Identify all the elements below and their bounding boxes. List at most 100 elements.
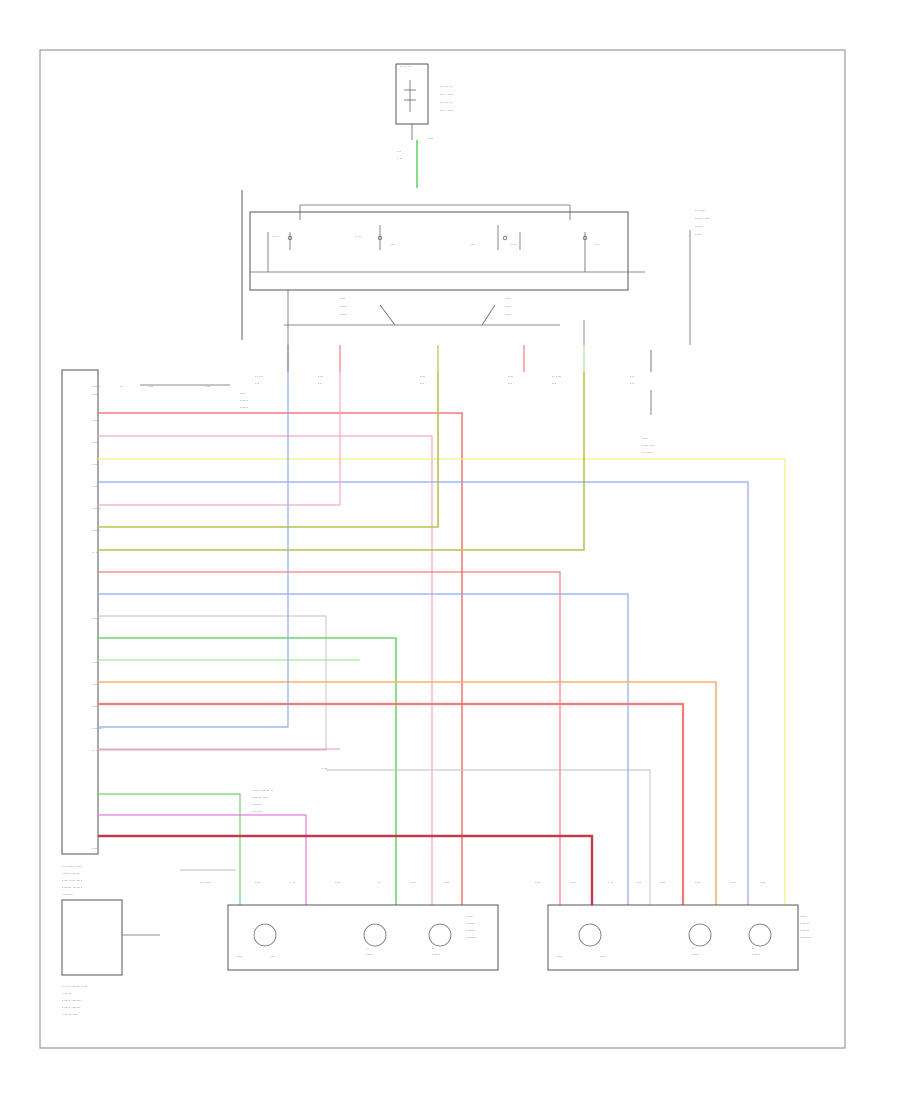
- svg-text:·· ··: ·· ··: [92, 550, 99, 555]
- svg-text:·· ··: ·· ··: [92, 748, 99, 753]
- svg-text:····: ····: [92, 440, 97, 445]
- svg-text:····: ····: [660, 880, 665, 885]
- svg-text:······: ······: [240, 398, 248, 403]
- svg-text:·····: ·····: [92, 392, 99, 397]
- wire-7: [98, 372, 585, 551]
- svg-text:·····: ·····: [692, 952, 699, 957]
- svg-text:····: ····: [240, 391, 245, 396]
- svg-text:·· ·· ····: ·· ·· ····: [440, 92, 453, 97]
- svg-text:····: ····: [390, 242, 395, 247]
- wire-4: [98, 481, 749, 905]
- svg-text:····: ····: [92, 462, 97, 467]
- svg-text:····: ····: [600, 954, 605, 959]
- svg-text:······: ······: [92, 384, 100, 389]
- svg-text:······: ······: [240, 405, 248, 410]
- svg-text:··: ··: [120, 384, 123, 389]
- svg-text:· ··: · ··: [608, 880, 613, 885]
- memory-module: ·· ······ ····· ····· ······· ····· ····…: [61, 864, 160, 1017]
- svg-text:···: ···: [595, 242, 599, 247]
- svg-text:·····: ·····: [340, 312, 347, 317]
- svg-text:·· ·····: ·· ·····: [200, 880, 211, 885]
- wire-18: [98, 814, 307, 905]
- relay-label: ······ ······ ·· ······· ···· ······· ··…: [252, 766, 327, 814]
- svg-text:····: ····: [92, 484, 97, 489]
- svg-text:····· ···· ····: ····· ···· ····: [62, 878, 82, 883]
- svg-text:······ ·······: ······ ·······: [62, 1005, 81, 1010]
- svg-text:···: ···: [255, 381, 259, 386]
- svg-text:······: ······: [752, 952, 760, 957]
- svg-text:· ··: · ··: [397, 156, 402, 161]
- svg-text:·· ·····: ·· ·····: [642, 450, 653, 455]
- svg-text:·····: ·····: [505, 304, 512, 309]
- wire-19: [98, 834, 594, 905]
- svg-text:····· ···: ····· ···: [642, 443, 654, 448]
- svg-text:······· ····: ······· ····: [62, 1012, 78, 1017]
- svg-text:····: ····: [444, 880, 449, 885]
- svg-text:····· ·······: ····· ·······: [62, 871, 79, 876]
- svg-text:·······: ·······: [466, 928, 475, 933]
- svg-text:····: ····: [92, 682, 97, 687]
- svg-text:······: ······: [432, 952, 440, 957]
- svg-text:···: ···: [420, 381, 424, 386]
- svg-text:····: ····: [340, 296, 345, 301]
- svg-text:·· ··: ·· ··: [355, 234, 362, 239]
- svg-text:·· ····: ·· ····: [552, 374, 561, 379]
- svg-text:·· ··: ·· ··: [510, 242, 517, 247]
- svg-text:······: ······: [92, 528, 100, 533]
- svg-text:·····: ·····: [236, 954, 243, 959]
- svg-text:········: ········: [92, 726, 103, 731]
- svg-text:···: ···: [318, 381, 322, 386]
- mirror-switch-assembly: ·· ·· ·· ·· ···· ···· ·· ·· ··· ···· ···…: [241, 190, 710, 345]
- svg-text:···: ···: [630, 381, 634, 386]
- svg-text:····: ····: [695, 880, 700, 885]
- svg-text:·····: ·····: [505, 312, 512, 317]
- svg-text:····: ····: [535, 880, 540, 885]
- svg-text:·······: ·······: [92, 506, 101, 511]
- svg-text:·····: ·····: [340, 304, 347, 309]
- svg-text:········: ········: [800, 935, 811, 940]
- svg-text:···: ···: [637, 880, 641, 885]
- wire-1: [98, 412, 463, 905]
- svg-text:·· ··· ······· ····: ·· ··· ······· ····: [62, 984, 87, 989]
- wire-11: [98, 637, 397, 905]
- svg-text:·····: ·····: [466, 914, 473, 919]
- svg-text:······· ·······: ······· ·······: [62, 885, 82, 890]
- svg-text:··: ··: [366, 946, 369, 951]
- svg-text:····: ····: [205, 384, 210, 389]
- svg-text:····: ····: [270, 954, 275, 959]
- wire-13: [98, 681, 717, 905]
- wire-5: [98, 372, 341, 506]
- svg-text:·· ··· ··: ·· ··· ··: [440, 84, 452, 89]
- svg-text:····: ····: [642, 436, 647, 441]
- svg-text:······: ······: [695, 224, 703, 229]
- wire-8: [98, 571, 561, 905]
- wire-17: [98, 793, 241, 905]
- switch-output-stubs: [287, 345, 652, 372]
- svg-text:····: ····: [410, 880, 415, 885]
- svg-text:·· ··: ·· ··: [272, 234, 279, 239]
- right-mirror-motors: ···· ···· · ·· ··· ···· ···· ···· ···· ·…: [535, 880, 811, 971]
- svg-text:····: ····: [148, 384, 153, 389]
- relay-feed-line-1: [326, 769, 651, 905]
- svg-text:·····: ·····: [366, 952, 373, 957]
- svg-text:··: ··: [378, 880, 381, 885]
- svg-text:···: ···: [630, 374, 634, 379]
- wire-15: [98, 372, 289, 728]
- switch-output-labels: ·· ··· ··· ···· ··· ···· ··· ···· ··· ··…: [255, 374, 654, 455]
- wire-14: [98, 702, 685, 905]
- svg-text:·····: ·····: [800, 914, 807, 919]
- svg-text:·······: ·······: [800, 921, 809, 926]
- svg-text:····: ····: [92, 660, 97, 665]
- wire-9: [98, 593, 629, 905]
- svg-text:·····: ·····: [695, 232, 702, 237]
- svg-text:······ ········: ······ ········: [62, 998, 82, 1003]
- svg-text:··· ·· ··: ··· ·· ··: [440, 100, 452, 105]
- svg-text:····: ····: [92, 704, 97, 709]
- svg-text:·····: ·····: [556, 954, 563, 959]
- svg-text:······ ······ ··: ······ ······ ··: [252, 788, 273, 793]
- wire-6: [98, 372, 439, 528]
- svg-text:········: ········: [466, 935, 477, 940]
- svg-text:····: ····: [730, 880, 735, 885]
- svg-text:····: ····: [570, 880, 575, 885]
- svg-text:··: ··: [752, 946, 755, 951]
